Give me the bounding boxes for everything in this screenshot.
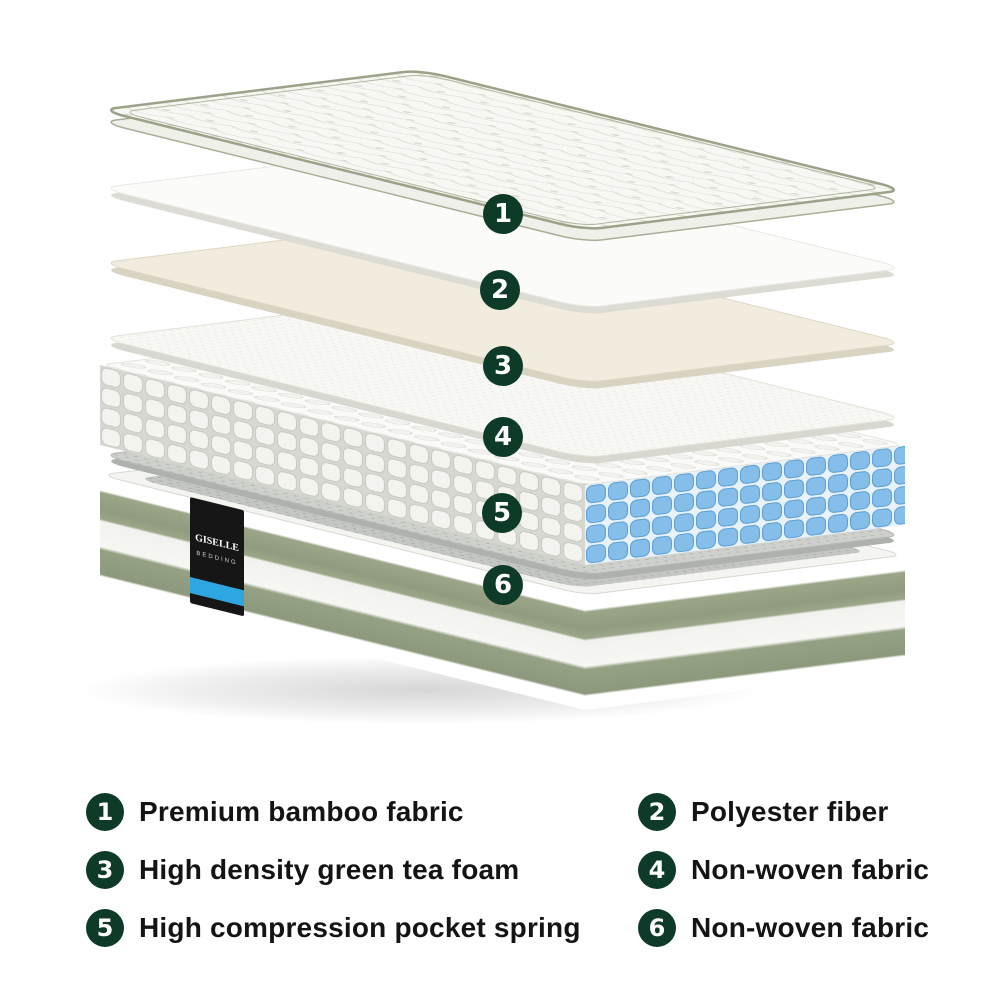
- legend-badge-2: 2: [638, 793, 676, 831]
- legend-label-1: Premium bamboo fabric: [139, 796, 464, 827]
- legend-item-6: 6 Non-woven fabric: [638, 909, 1000, 947]
- layer-quilted-cover: [100, 70, 905, 242]
- legend-label-6: Non-woven fabric: [691, 912, 930, 943]
- callout-3: 3: [483, 346, 523, 386]
- callout-5: 5: [482, 493, 522, 533]
- legend-item-2: 2 Polyester fiber: [638, 793, 1000, 831]
- legend-badge-3: 3: [86, 851, 124, 889]
- callout-6: 6: [483, 565, 523, 605]
- legend-item-3: 3 High density green tea foam: [86, 851, 638, 889]
- legend-item-5: 5 High compression pocket spring: [86, 909, 638, 947]
- legend-label-3: High density green tea foam: [139, 854, 520, 885]
- legend-badge-6: 6: [638, 909, 676, 947]
- legend-item-1: 1 Premium bamboo fabric: [86, 793, 638, 831]
- callout-4: 4: [483, 417, 523, 457]
- legend-label-4: Non-woven fabric: [691, 854, 930, 885]
- legend: 1 Premium bamboo fabric 2 Polyester fibe…: [0, 783, 1000, 957]
- legend-badge-5: 5: [86, 909, 124, 947]
- legend-badge-1: 1: [86, 793, 124, 831]
- brand-label-blue-band: [190, 577, 244, 607]
- legend-item-4: 4 Non-woven fabric: [638, 851, 1000, 889]
- callout-1: 1: [483, 194, 523, 234]
- legend-label-5: High compression pocket spring: [139, 912, 581, 943]
- legend-label-2: Polyester fiber: [691, 796, 889, 827]
- legend-badge-4: 4: [638, 851, 676, 889]
- mattress-exploded-view: GISELLE BEDDING: [0, 0, 1000, 724]
- brand-label: GISELLE BEDDING: [190, 497, 244, 616]
- callout-2: 2: [480, 270, 520, 310]
